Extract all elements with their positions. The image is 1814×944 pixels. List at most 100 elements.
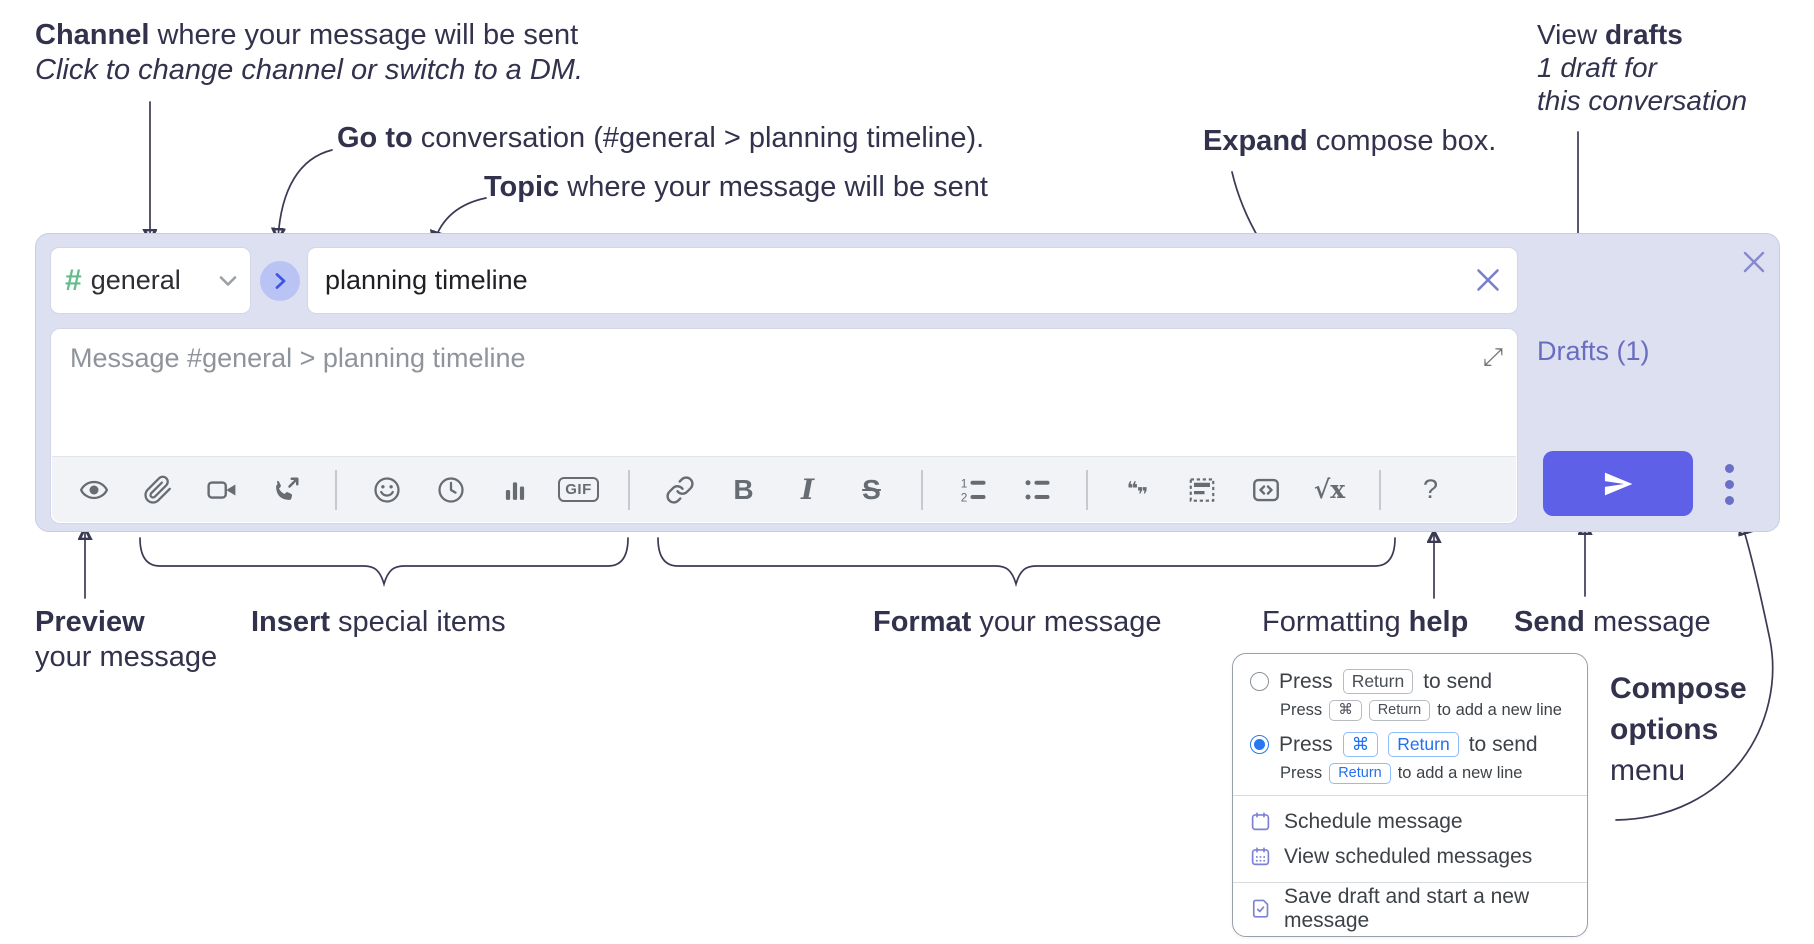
svg-text:2: 2 [960,490,967,504]
annotation-drafts-bold: drafts [1604,19,1683,50]
formatting-help-button[interactable]: ? [1407,466,1454,513]
annotation-insert: Insert special items [251,605,506,640]
annotation-drafts-line3: this conversation [1537,85,1748,116]
message-area: ⤢ GIF BI S 12 ❝❞ √x? [50,328,1518,524]
math-button[interactable]: √x [1306,466,1353,513]
annotation-preview-bold: Preview [35,606,145,638]
compose-box: # general ⤢ GIF BI S 12 ❝❞ √x? Drafts (1) [35,233,1780,532]
code-block-button[interactable] [1242,466,1289,513]
annotation-send: Send message [1514,605,1711,640]
option2-suffix: to send [1468,732,1538,756]
menu-item-view-scheduled[interactable]: View scheduled messages [1233,839,1587,874]
annotation-view-drafts: View drafts 1 draft for this conversatio… [1537,18,1747,117]
send-button[interactable] [1543,451,1693,516]
clip-icon [143,475,171,504]
italic-button[interactable]: I [784,466,831,513]
menu-item-schedule-message[interactable]: Schedule message [1233,804,1587,839]
topic-field-wrap [307,247,1518,314]
strikethrough-label: S [862,473,881,505]
chevron-down-icon [218,274,238,288]
chart-icon [505,481,524,500]
ellipsis-dot [1724,479,1734,489]
compose-options-menu-icon[interactable] [1716,456,1742,512]
annotation-send-bold: Send [1514,606,1585,638]
radio-unselected-icon[interactable] [1250,672,1269,691]
bold-button[interactable]: B [720,466,767,513]
menu-item-label: View scheduled messages [1284,844,1533,868]
annotation-topic-rest: where your message will be sent [559,171,988,203]
annotation-goto: Go to conversation (#general > planning … [337,121,984,156]
add-poll-button[interactable] [491,466,538,513]
preview-message-button[interactable] [70,466,117,513]
phone-icon [275,477,298,500]
bulleted-list-button[interactable] [1013,466,1060,513]
clear-topic-icon[interactable] [1473,265,1503,295]
expand-compose-icon[interactable]: ⤢ [1482,343,1503,371]
strikethrough-button[interactable]: S [848,466,895,513]
option1-press: Press [1279,669,1333,693]
annotation-format-bold: Format [873,606,972,638]
drafts-link[interactable]: Drafts (1) [1537,336,1650,366]
option1-subtext: Press ⌘ Return to add a new line [1280,697,1570,724]
message-input[interactable] [51,329,1517,455]
quote-icon: ❝ [1126,479,1138,500]
italic-label: I [800,473,815,506]
video-icon [206,480,235,499]
close-compose-icon[interactable] [1739,247,1769,277]
add-gif-button[interactable]: GIF [555,466,602,513]
annotation-compose-options: Compose options menu [1610,668,1747,791]
ol-icon: 12 [960,476,985,504]
add-emoji-button[interactable] [363,466,410,513]
goto-conversation-button[interactable] [260,261,300,301]
annotation-compose-line2: options [1610,713,1719,746]
annotation-insert-bold: Insert [251,606,330,638]
key-cmd: ⌘ [1329,699,1362,722]
eye-icon [79,480,108,499]
formatting-help-label: ? [1422,474,1439,504]
topic-input[interactable] [307,247,1518,314]
save-draft-icon [1250,898,1271,919]
quote-button[interactable]: ❝❞ [1126,479,1149,506]
option1-suffix: to send [1423,669,1493,693]
spoiler-button[interactable] [1178,466,1225,513]
start-audio-call-button[interactable] [262,466,309,513]
ellipsis-dot [1724,495,1734,505]
menu-item-save-draft[interactable]: Save draft and start a new message [1233,885,1587,932]
toolbar-divider [1086,469,1088,510]
channel-name: general [90,265,181,295]
link-icon [665,475,694,504]
option1-sub-press: Press [1280,701,1323,719]
menu-item-label: Save draft and start a new message [1284,884,1530,932]
key-cmd: ⌘ [1342,731,1379,758]
annotation-formatting-help: Formatting help [1262,605,1468,640]
annotation-goto-rest: conversation (#general > planning timeli… [412,122,985,154]
smiley-icon [373,476,400,503]
annotation-help-bold: help [1408,606,1469,638]
ul-icon [1025,479,1049,499]
start-video-call-button[interactable] [198,466,245,513]
insert-link-button[interactable] [656,466,703,513]
option2-press: Press [1279,732,1333,756]
brace-insert [139,537,629,588]
option-return-to-send[interactable]: Press Return to send [1250,666,1570,697]
option2-sub-press: Press [1280,764,1323,782]
annotation-preview-line2: your message [35,641,218,673]
menu-divider [1233,882,1587,884]
svg-text:1: 1 [960,476,967,490]
math-label: √x [1313,475,1346,504]
calendar-grid-icon [1250,846,1271,867]
radio-selected-icon[interactable] [1250,735,1269,754]
add-global-time-button[interactable] [427,466,474,513]
annotation-topic: Topic where your message will be sent [484,170,988,205]
annotation-goto-bold: Go to [337,122,413,154]
send-icon [1602,468,1634,500]
annotation-channel: Channel where your message will be sent … [35,18,583,88]
annotation-insert-rest: special items [329,606,506,638]
attach-file-button[interactable] [134,466,181,513]
option2-subtext: Press Return to add a new line [1280,760,1570,787]
channel-selector[interactable]: # general [50,247,251,314]
annotation-format-rest: your message [971,606,1162,638]
option-cmd-return-to-send[interactable]: Press ⌘ Return to send [1250,729,1570,760]
